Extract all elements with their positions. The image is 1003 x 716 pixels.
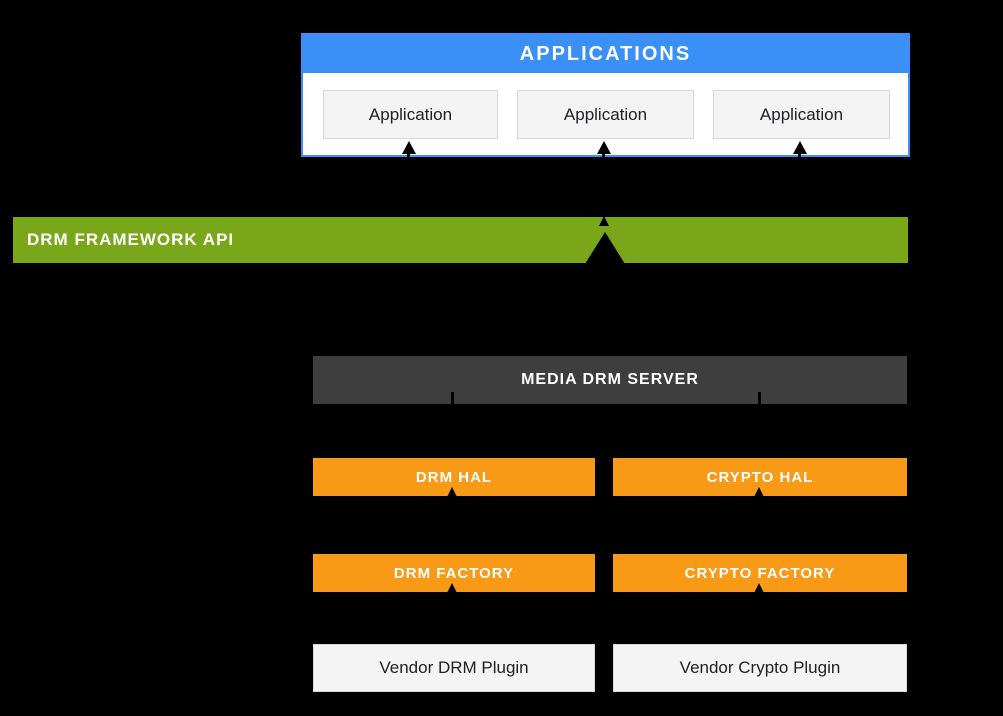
arrow-up-to-application-1-icon bbox=[402, 141, 416, 154]
connector-application-2 bbox=[602, 150, 605, 217]
applications-header: APPLICATIONS bbox=[303, 35, 908, 73]
vendor-drm-plugin-box: Vendor DRM Plugin bbox=[313, 644, 595, 692]
connector-server-to-drm-hal bbox=[451, 392, 454, 466]
arrow-up-to-drm-factory-icon bbox=[447, 583, 457, 593]
connector-application-1 bbox=[407, 150, 410, 217]
application-box-1: Application bbox=[323, 90, 498, 139]
connector-server-to-crypto-hal bbox=[758, 392, 761, 466]
connector-crypto-factory-to-vendor bbox=[758, 590, 761, 652]
big-arrow-server-to-framework-shaft bbox=[600, 268, 610, 356]
big-arrow-server-to-framework-icon bbox=[580, 232, 630, 272]
vendor-crypto-plugin-box: Vendor Crypto Plugin bbox=[613, 644, 907, 692]
connector-down-left bbox=[376, 160, 379, 220]
arrow-up-to-crypto-factory-icon bbox=[754, 583, 764, 593]
connector-drm-hal-to-factory bbox=[451, 492, 454, 562]
media-drm-server-bar: MEDIA DRM SERVER bbox=[313, 356, 907, 404]
drm-hal-box: DRM HAL bbox=[313, 458, 595, 496]
connector-down-right bbox=[835, 160, 838, 220]
arrow-up-to-application-3-icon bbox=[793, 141, 807, 154]
application-box-2: Application bbox=[517, 90, 694, 139]
connector-application-3 bbox=[798, 150, 801, 217]
connector-drm-factory-to-vendor bbox=[451, 590, 454, 652]
application-box-3: Application bbox=[713, 90, 890, 139]
arrow-up-to-application-2-icon bbox=[597, 141, 611, 154]
arrow-up-framework-top-icon bbox=[599, 216, 609, 226]
drm-framework-api-bar: DRM FRAMEWORK API bbox=[13, 217, 908, 263]
connector-crypto-hal-to-factory bbox=[758, 492, 761, 562]
